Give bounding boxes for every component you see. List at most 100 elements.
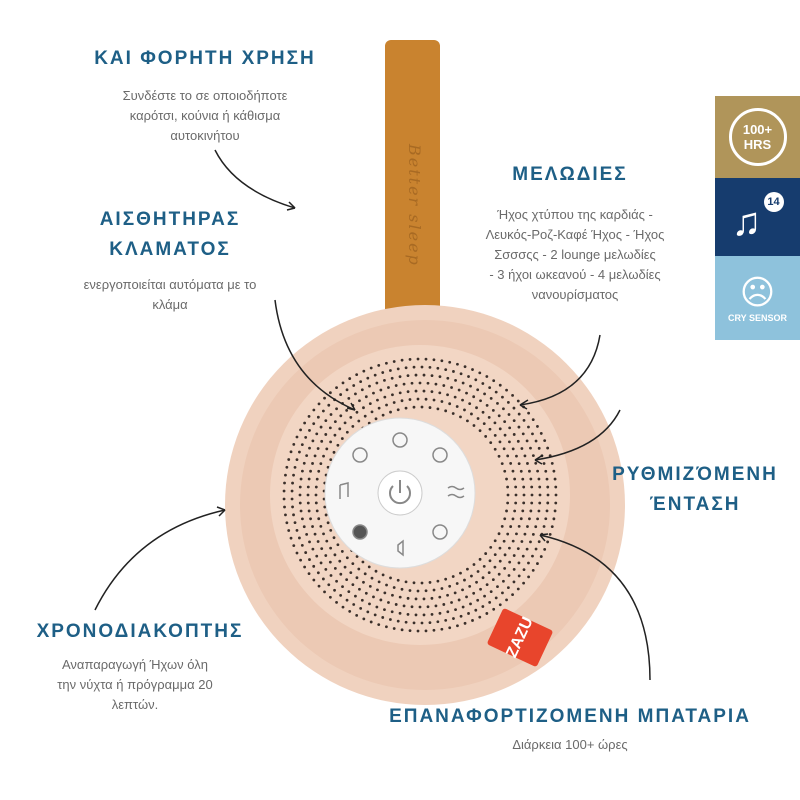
speaker-hole <box>327 583 331 587</box>
speaker-hole <box>309 517 312 521</box>
desc-line: Σσσσςς - 2 lounge μελωδίες <box>494 247 656 262</box>
speaker-hole <box>472 424 476 427</box>
speaker-hole <box>362 580 365 584</box>
speaker-hole <box>385 625 388 629</box>
speaker-hole <box>546 493 550 497</box>
speaker-hole <box>284 513 287 517</box>
speaker-hole <box>340 437 344 440</box>
speaker-hole <box>376 588 379 592</box>
speaker-hole <box>496 401 499 405</box>
speaker-hole <box>345 430 349 434</box>
speaker-hole <box>552 469 556 473</box>
speaker-hole <box>338 559 342 563</box>
speaker-hole <box>293 465 297 469</box>
speaker-hole <box>377 623 381 626</box>
music-note-icon: ♫ <box>731 200 762 244</box>
speaker-hole <box>373 613 377 617</box>
speaker-hole <box>306 501 310 505</box>
speaker-hole <box>440 359 444 363</box>
speaker-hole <box>508 560 512 564</box>
shell-icon <box>432 524 448 540</box>
speaker-hole <box>389 410 392 414</box>
speaker-hole <box>463 408 466 412</box>
speaker-hole <box>466 567 469 571</box>
speaker-hole <box>324 554 328 557</box>
speaker-hole <box>352 384 356 387</box>
speaker-hole <box>554 501 558 505</box>
speaker-hole <box>529 540 532 544</box>
speaker-hole <box>487 415 491 419</box>
speaker-hole <box>412 581 416 585</box>
speaker-hole <box>374 569 378 573</box>
speaker-hole <box>479 399 482 403</box>
speaker-hole <box>396 578 400 582</box>
speaker-hole <box>459 415 462 419</box>
speaker-hole <box>420 621 424 625</box>
speaker-hole <box>483 392 486 396</box>
speaker-hole <box>402 382 406 386</box>
speaker-hole <box>511 469 515 473</box>
speaker-hole <box>314 493 318 497</box>
speaker-hole <box>509 462 513 465</box>
speaker-hole <box>311 525 314 528</box>
speaker-hole <box>434 604 438 608</box>
speaker-hole <box>324 513 328 517</box>
speaker-hole <box>379 388 383 392</box>
speaker-hole <box>390 376 394 380</box>
speaker-hole <box>414 389 418 393</box>
speaker-hole <box>369 366 373 370</box>
speaker-hole <box>529 477 533 481</box>
desc-line: - 3 ήχοι ωκεανού - 4 μελωδίες <box>489 267 661 282</box>
speaker-hole <box>430 596 434 600</box>
speaker-hole <box>530 493 534 497</box>
speaker-hole <box>459 372 463 376</box>
speaker-hole <box>485 583 489 587</box>
speaker-hole <box>343 421 347 425</box>
feature-cry-sensor-desc: ενεργοποιείται αυτόματα με το κλάμα <box>45 275 295 315</box>
speaker-hole <box>514 493 518 497</box>
speaker-hole <box>368 384 371 388</box>
speaker-hole <box>517 574 521 578</box>
speaker-hole <box>324 567 328 571</box>
speaker-hole <box>377 364 381 367</box>
desc-line: ενεργοποιείται αυτόματα με το <box>83 277 257 292</box>
speaker-hole <box>531 432 534 436</box>
speaker-hole <box>404 620 408 624</box>
speaker-hole <box>512 406 516 410</box>
speaker-hole <box>311 462 314 465</box>
speaker-hole <box>424 629 428 633</box>
speaker-hole <box>422 597 426 601</box>
speaker-hole <box>538 493 542 497</box>
speaker-hole <box>451 575 455 578</box>
speaker-hole <box>327 403 331 407</box>
speaker-hole <box>311 439 315 443</box>
speaker-hole <box>459 571 462 575</box>
speaker-hole <box>513 509 517 513</box>
speaker-hole <box>503 420 507 424</box>
speaker-hole <box>426 605 430 609</box>
speaker-hole <box>454 378 457 382</box>
speaker-dots <box>282 357 558 633</box>
speaker-hole <box>505 388 508 392</box>
speaker-hole <box>305 532 309 536</box>
speaker-hole <box>360 598 364 602</box>
speaker-hole <box>348 377 352 380</box>
title-line: ΡΥΘΜΙΖΌΜΕΝΗ <box>612 464 778 485</box>
speaker-hole <box>361 560 365 564</box>
speaker-hole <box>315 432 319 436</box>
speaker-hole <box>455 405 459 408</box>
speaker-hole <box>364 395 368 399</box>
speaker-hole <box>516 399 520 403</box>
speaker-hole <box>282 489 286 493</box>
speaker-hole <box>522 568 526 571</box>
speaker-hole <box>345 578 349 582</box>
feature-portable-desc: Συνδέστε το σε οποιοδήποτε καρότσι, κούν… <box>80 86 330 146</box>
speaker-hole <box>355 373 359 377</box>
speaker-hole <box>343 565 347 569</box>
speaker-hole <box>404 580 408 584</box>
speaker-hole <box>406 596 410 600</box>
speaker-hole <box>372 391 375 395</box>
speaker-hole <box>394 384 398 387</box>
speaker-hole <box>531 532 535 536</box>
speaker-hole <box>512 567 516 571</box>
